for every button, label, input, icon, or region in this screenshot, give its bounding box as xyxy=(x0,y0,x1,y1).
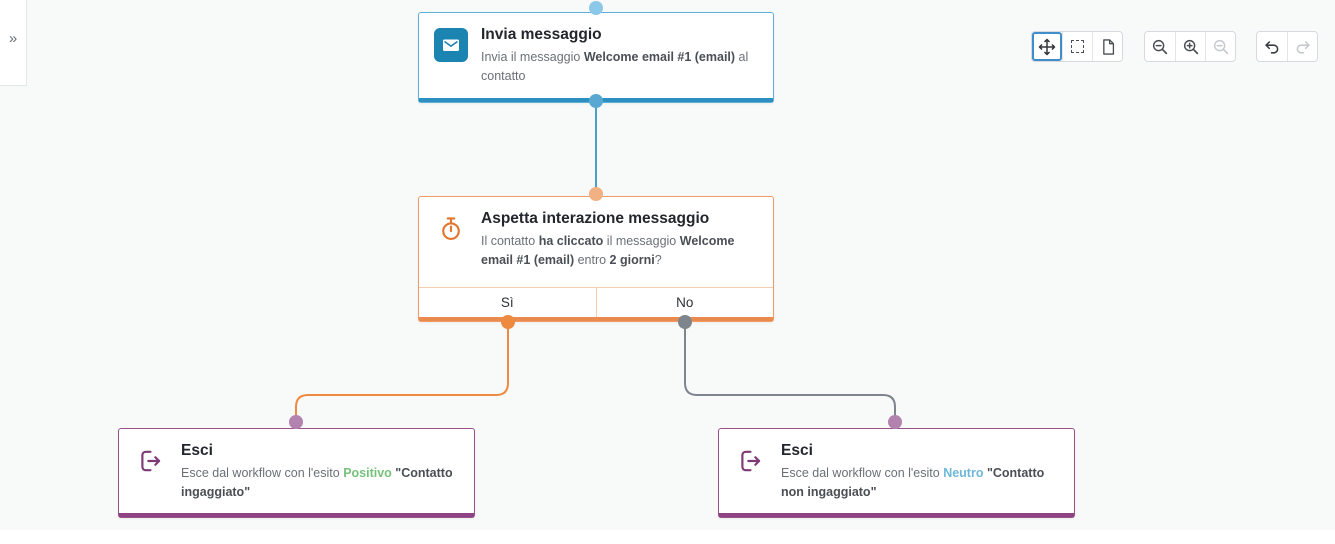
body-text: ? xyxy=(654,252,662,267)
body-text: Esce dal workflow con l'esito xyxy=(181,466,344,480)
outcome-quoted-text: "Contatto non ingaggiato" xyxy=(781,466,1045,499)
body-bold: 2 giorni xyxy=(609,252,655,267)
branch-row: Sì No xyxy=(419,287,773,317)
node-wait-interaction-head: Aspetta interazione messaggio Il contatt… xyxy=(419,197,773,287)
node-title: Invia messaggio xyxy=(481,26,602,43)
node-description: Il contatto ha cliccato il messaggio Wel… xyxy=(481,232,758,270)
outcome-label: Neutro xyxy=(943,466,984,480)
expand-sidebar-button[interactable]: » xyxy=(0,30,26,47)
marquee-select-icon xyxy=(1071,40,1084,53)
pan-tool-button[interactable] xyxy=(1032,32,1062,61)
node-exit-neutral-head: Esci Esce dal workflow con l'esito Neutr… xyxy=(719,429,1074,513)
stopwatch-icon xyxy=(434,212,468,246)
node-title: Aspetta interazione messaggio xyxy=(481,210,710,227)
redo-icon xyxy=(1296,40,1310,54)
node-exit-positive-head: Esci Esce dal workflow con l'esito Posit… xyxy=(119,429,474,513)
undo-icon xyxy=(1265,40,1279,54)
redo-button[interactable] xyxy=(1287,32,1317,61)
node-title: Esci xyxy=(781,442,813,459)
zoom-in-button[interactable] xyxy=(1175,32,1205,61)
canvas-tools-group xyxy=(1031,31,1123,62)
node-description: Esce dal workflow con l'esito Positivo "… xyxy=(181,464,459,502)
connection-yes-to-exit-positive xyxy=(295,324,509,421)
zoom-tools-group xyxy=(1144,31,1236,62)
history-tools-group xyxy=(1256,31,1318,62)
node-description: Esce dal workflow con l'esito Neutro "Co… xyxy=(781,464,1059,502)
port-exit-positive-in xyxy=(289,415,303,429)
connection-no-to-exit-neutral xyxy=(684,324,896,421)
node-send-message[interactable]: Invia messaggio Invia il messaggio Welco… xyxy=(418,12,774,103)
body-text: Esce dal workflow con l'esito xyxy=(781,466,944,480)
undo-button[interactable] xyxy=(1257,32,1287,61)
node-accent-bar xyxy=(419,98,773,102)
outcome-quoted-text: "Contatto ingaggiato" xyxy=(181,466,453,499)
zoom-reset-icon xyxy=(1213,39,1228,54)
node-accent-bar xyxy=(119,513,474,517)
body-text: il messaggio xyxy=(603,234,680,248)
node-accent-bar xyxy=(419,317,773,321)
fit-page-icon xyxy=(1102,38,1114,55)
body-bold: Welcome email #1 (email) xyxy=(583,50,736,64)
zoom-reset-button[interactable] xyxy=(1205,32,1235,61)
body-bold: ha cliccato xyxy=(538,234,604,248)
zoom-in-icon xyxy=(1183,39,1198,54)
node-exit-neutral[interactable]: Esci Esce dal workflow con l'esito Neutr… xyxy=(718,428,1075,518)
exit-icon xyxy=(134,444,168,478)
branch-yes[interactable]: Sì xyxy=(500,295,514,310)
body-text: Invia il messaggio xyxy=(481,50,584,64)
fit-to-page-button[interactable] xyxy=(1092,32,1122,61)
body-bold: Welcome email #1 (email) xyxy=(481,234,735,267)
canvas-bottom-gutter xyxy=(0,530,1335,544)
sidebar-collapsed: » xyxy=(0,0,27,86)
node-send-message-head: Invia messaggio Invia il messaggio Welco… xyxy=(419,13,773,98)
zoom-out-button[interactable] xyxy=(1145,32,1175,61)
node-title: Esci xyxy=(181,442,213,459)
body-text: al contatto xyxy=(481,50,749,83)
email-icon xyxy=(434,28,468,62)
move-icon xyxy=(1038,38,1056,55)
node-accent-bar xyxy=(719,513,1074,517)
zoom-out-icon xyxy=(1152,39,1168,54)
marquee-select-button[interactable] xyxy=(1062,32,1092,61)
node-wait-interaction[interactable]: Aspetta interazione messaggio Il contatt… xyxy=(418,196,774,322)
node-description: Invia il messaggio Welcome email #1 (ema… xyxy=(481,48,758,86)
port-exit-neutral-in xyxy=(888,415,902,429)
exit-icon xyxy=(734,444,768,478)
node-exit-positive[interactable]: Esci Esce dal workflow con l'esito Posit… xyxy=(118,428,475,518)
outcome-label: Positivo xyxy=(343,466,392,480)
branch-no[interactable]: No xyxy=(595,288,774,317)
body-text: entro xyxy=(574,252,610,267)
body-text: Il contatto xyxy=(481,234,539,248)
